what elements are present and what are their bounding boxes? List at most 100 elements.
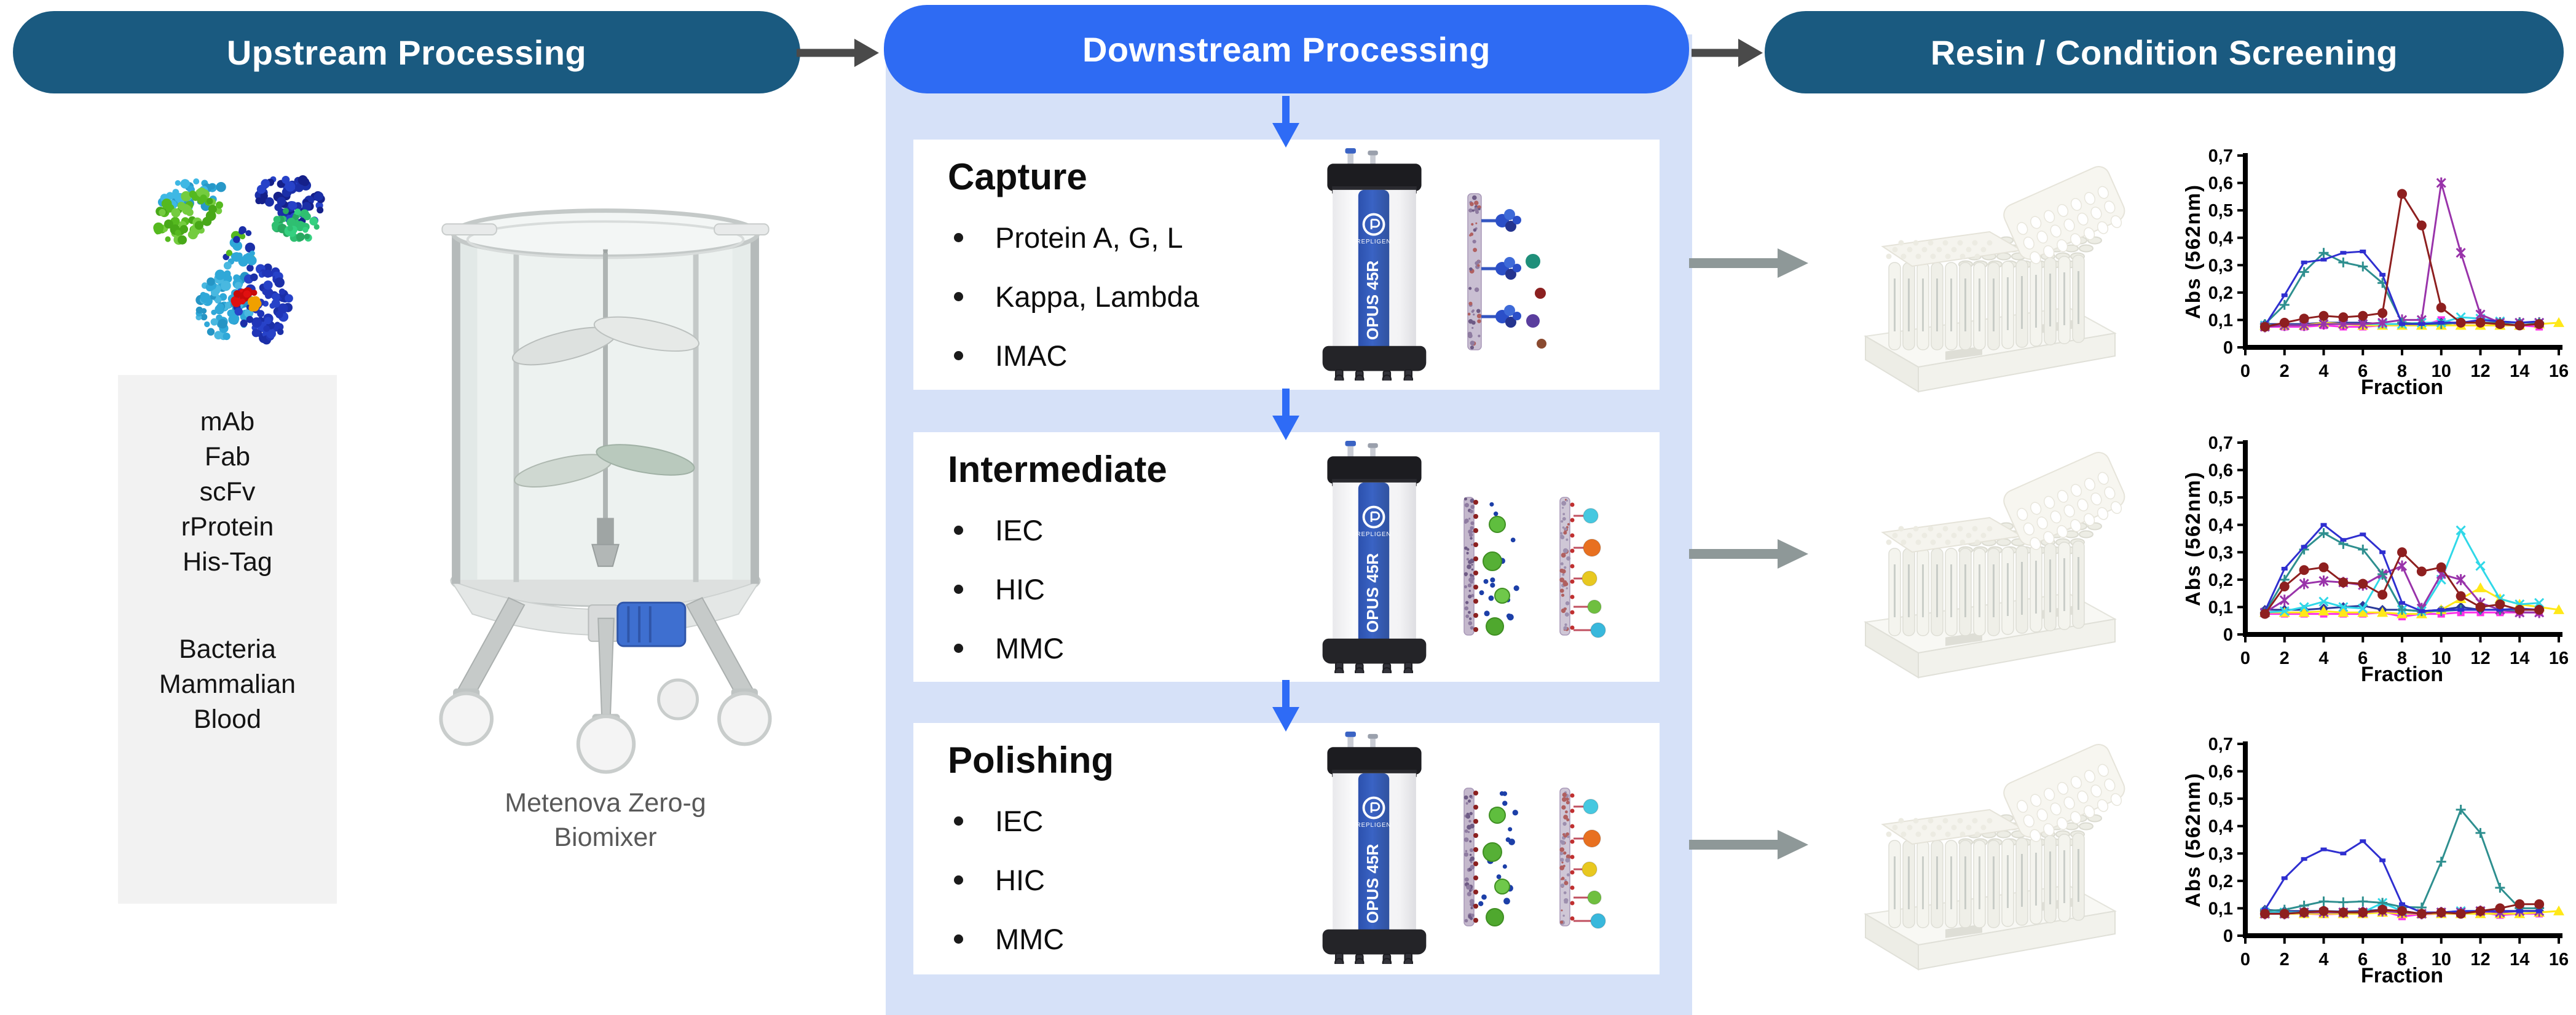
front-columns [1888,255,2085,350]
svg-text:0,1: 0,1 [2208,598,2233,617]
opus-column-image: REPLIGEN OPUS 45R [1310,732,1439,964]
protein-a-ligand-image [1459,189,1551,355]
list-item: Bacteria [179,634,276,664]
header-downstream-label: Downstream Processing [1082,30,1491,69]
bullet-item: IEC [954,513,1043,547]
flat-mat-nubs [1886,240,1993,259]
robocolumn-plate [1864,166,2125,393]
svg-text:OPUS 45R: OPUS 45R [1363,261,1382,340]
flat-mat-nubs [1886,526,1993,545]
svg-text:6: 6 [2358,361,2368,381]
svg-text:12: 12 [2470,950,2490,970]
arrow-downstream-to-capture-icon [1272,96,1299,148]
front-columns [1888,540,2085,636]
stage-title: Intermediate [948,449,1167,490]
svg-text:14: 14 [2510,361,2529,381]
list-item: Blood [194,705,261,734]
bullet-item: IEC [954,804,1043,838]
svg-text:0,5: 0,5 [2208,488,2233,508]
peeled-cap-mat [2003,452,2125,550]
svg-text:2: 2 [2280,361,2290,381]
svg-text:10: 10 [2432,361,2451,381]
bullet-label: MMC [995,923,1065,955]
bullet-icon [954,816,963,826]
svg-text:0,7: 0,7 [2208,433,2233,453]
robocolumn-plate-image [1835,729,2130,974]
robocolumn-plate [1864,452,2125,679]
bullet-icon [954,526,963,535]
header-screening-label: Resin / Condition Screening [1930,33,2398,72]
svg-text:0: 0 [2223,338,2233,358]
svg-text:Fraction: Fraction [2361,964,2443,987]
bullet-icon [954,233,963,242]
robocolumn-plate-image [1835,436,2130,682]
svg-text:0,3: 0,3 [2208,543,2233,563]
bullet-item: MMC [954,922,1064,956]
svg-text:4: 4 [2318,649,2328,668]
card-polishing: Polishing IEC HIC MMC R [913,723,1660,974]
svg-text:0,6: 0,6 [2208,461,2233,481]
svg-text:0,3: 0,3 [2208,844,2233,864]
svg-text:4: 4 [2318,361,2328,381]
header-upstream-label: Upstream Processing [226,33,587,72]
bullet-item: HIC [954,863,1045,897]
svg-text:12: 12 [2470,649,2490,668]
svg-text:Abs (562nm): Abs (562nm) [2185,184,2204,319]
svg-text:0,6: 0,6 [2208,174,2233,194]
svg-text:16: 16 [2549,950,2569,970]
list-item: rProtein [181,512,274,542]
bullet-label: IMAC [995,339,1068,372]
header-upstream: Upstream Processing [13,11,800,93]
svg-text:10: 10 [2432,649,2451,668]
svg-text:0,3: 0,3 [2208,256,2233,275]
casters [439,678,772,774]
svg-text:2: 2 [2280,950,2290,970]
svg-text:0,1: 0,1 [2208,310,2233,330]
upper-impeller [511,316,699,366]
svg-text:2: 2 [2280,649,2290,668]
svg-text:Fraction: Fraction [2361,376,2443,399]
bullet-label: HIC [995,864,1045,896]
bullet-icon [954,351,963,360]
stage-title: Polishing [948,740,1114,781]
svg-text:0,4: 0,4 [2208,229,2233,248]
bullet-icon [954,585,963,594]
list-item: Mammalian [159,669,296,699]
svg-text:0: 0 [2223,926,2233,946]
svg-text:0,4: 0,4 [2208,516,2233,535]
biomixer-caption-line2: Biomixer [554,823,657,852]
opus-column-image: REPLIGEN OPUS 45R [1310,441,1439,673]
svg-text:8: 8 [2397,649,2407,668]
svg-text:Abs (562nm): Abs (562nm) [2185,772,2204,907]
upstream-target-list: mAb Fab scFv rProtein His-Tag Bacteria M… [118,375,337,904]
robocolumn-plate [1864,744,2125,971]
svg-text:0: 0 [2240,361,2250,381]
opus-45r-column: REPLIGEN OPUS 45R [1322,441,1427,673]
svg-text:0: 0 [2240,649,2250,668]
bullet-label: Kappa, Lambda [995,280,1199,313]
arrow-polishing-to-screening-icon [1689,830,1808,859]
bullet-item: Protein A, G, L [954,221,1183,255]
opus-45r-column: REPLIGEN OPUS 45R [1322,148,1427,381]
svg-text:16: 16 [2549,649,2569,668]
bullet-item: Kappa, Lambda [954,280,1199,314]
svg-text:Abs (562nm): Abs (562nm) [2185,471,2204,606]
svg-text:0,2: 0,2 [2208,571,2233,590]
svg-text:0,4: 0,4 [2208,817,2233,837]
svg-text:0,7: 0,7 [2208,735,2233,754]
list-item: Fab [204,442,251,472]
hic-resin-image [1555,492,1621,640]
bullet-label: IEC [995,805,1044,837]
biomixer-caption: Metenova Zero-g Biomixer [418,786,793,855]
bullet-label: IEC [995,514,1044,547]
bullet-item: MMC [954,631,1064,665]
svg-text:8: 8 [2397,361,2407,381]
header-screening: Resin / Condition Screening [1765,11,2564,93]
lower-impeller [514,444,695,488]
svg-text:0,1: 0,1 [2208,899,2233,918]
svg-text:14: 14 [2510,649,2529,668]
